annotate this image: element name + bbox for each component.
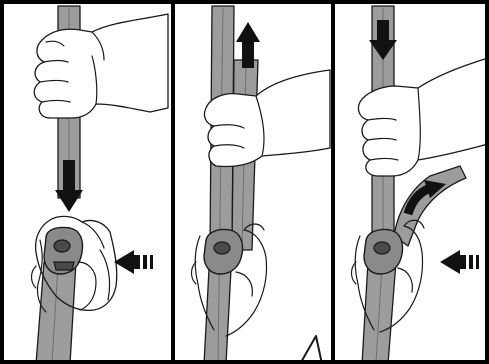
press-arrow-icon — [440, 250, 479, 274]
cut-mark — [300, 336, 322, 364]
panel-1 — [32, 6, 169, 364]
hand-icon — [34, 14, 168, 118]
strap-icon — [362, 6, 466, 364]
panel-2 — [192, 6, 331, 364]
buckle-icon — [204, 229, 243, 274]
press-arrow-icon — [114, 250, 153, 274]
panel-3 — [352, 6, 489, 364]
buckle-icon — [44, 227, 83, 274]
buckle-icon — [364, 229, 403, 274]
